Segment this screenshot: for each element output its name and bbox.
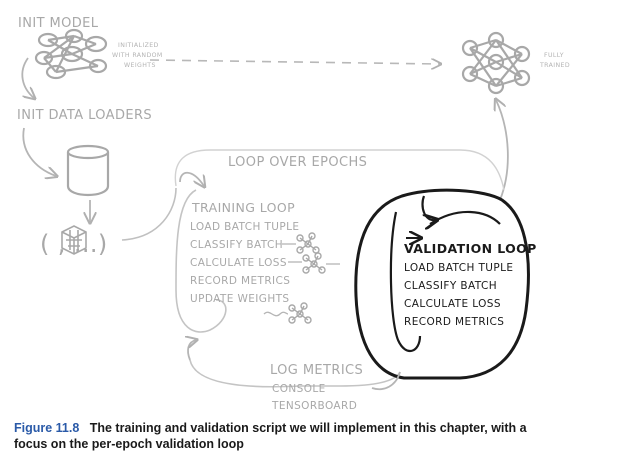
- tuple-to-loop-line: [121, 187, 177, 241]
- figure-title-line2: focus on the per-epoch validation loop: [14, 437, 244, 451]
- figure-title-line1: The training and validation script we wi…: [89, 421, 527, 435]
- validation-step: LOAD BATCH TUPLE: [404, 262, 513, 274]
- trained-network-icon: [461, 31, 531, 95]
- training-step: UPDATE WEIGHTS: [190, 293, 290, 305]
- log-metrics-items: CONSOLE TENSORBOARD: [271, 383, 357, 412]
- init-note-line: INITIALIZED: [118, 42, 159, 49]
- trained-note-line: FULLY: [544, 52, 564, 59]
- validation-inner-loop: [389, 211, 422, 352]
- trained-note: FULLY TRAINED: [539, 52, 570, 69]
- loss-network-icon: [302, 252, 326, 274]
- training-step: RECORD METRICS: [190, 275, 290, 287]
- random-network-icon: [34, 28, 108, 80]
- validation-loop-outline: [354, 188, 530, 380]
- classify-network-icon: [296, 232, 320, 254]
- validation-step: CLASSIFY BATCH: [404, 280, 497, 292]
- update-squiggle: [263, 311, 289, 317]
- validation-step: RECORD METRICS: [404, 316, 504, 328]
- dataset-cylinder-icon: [66, 144, 110, 197]
- init-note-line: WITH RANDOM: [112, 52, 163, 59]
- training-step: LOAD BATCH TUPLE: [190, 221, 299, 233]
- validation-to-log-path: [371, 371, 401, 391]
- init-model-note: INITIALIZED WITH RANDOM WEIGHTS: [112, 42, 165, 69]
- model-to-loaders-arrow: [21, 57, 34, 98]
- log-item: TENSORBOARD: [271, 400, 357, 412]
- log-to-loop-arrow: [188, 340, 196, 361]
- trained-note-line: TRAINED: [539, 62, 570, 69]
- caption-line-1: Figure 11.8 The training and validation …: [14, 420, 610, 436]
- log-metrics-title: LOG METRICS: [270, 363, 363, 378]
- epoch-top-path: [174, 149, 505, 191]
- cube-icon: [61, 225, 87, 255]
- log-item: CONSOLE: [272, 383, 326, 395]
- loaders-to-dataset-arrow: [22, 127, 56, 176]
- validation-step: CALCULATE LOSS: [404, 298, 501, 310]
- to-trained-arrow: [496, 100, 509, 201]
- init-to-trained-dashed-arrow: [149, 60, 440, 64]
- training-loop-outline: [175, 189, 227, 333]
- validation-top-curve: [429, 210, 501, 225]
- training-loop-steps: LOAD BATCH TUPLE CLASSIFY BATCH CALCULAT…: [190, 221, 303, 305]
- epoch-entry-arrow: [179, 171, 204, 186]
- figure-label: Figure 11.8: [14, 421, 80, 435]
- validation-entry-arrow: [421, 195, 437, 220]
- training-loop-title: TRAINING LOOP: [191, 200, 295, 215]
- figure-caption: Figure 11.8 The training and validation …: [14, 420, 610, 452]
- log-return-path: [189, 359, 401, 388]
- init-note-line: WEIGHTS: [124, 62, 156, 69]
- update-network-icon: [288, 302, 312, 324]
- validation-loop-steps: LOAD BATCH TUPLE CLASSIFY BATCH CALCULAT…: [404, 262, 517, 328]
- validation-loop-title: VALIDATION LOOP: [404, 241, 537, 256]
- training-step: CLASSIFY BATCH: [190, 239, 283, 251]
- init-loaders-title: INIT DATA LOADERS: [17, 108, 152, 123]
- loop-epochs-title: LOOP OVER EPOCHS: [228, 155, 367, 170]
- init-model-title: INIT MODEL: [18, 16, 99, 31]
- training-step: CALCULATE LOSS: [190, 257, 287, 269]
